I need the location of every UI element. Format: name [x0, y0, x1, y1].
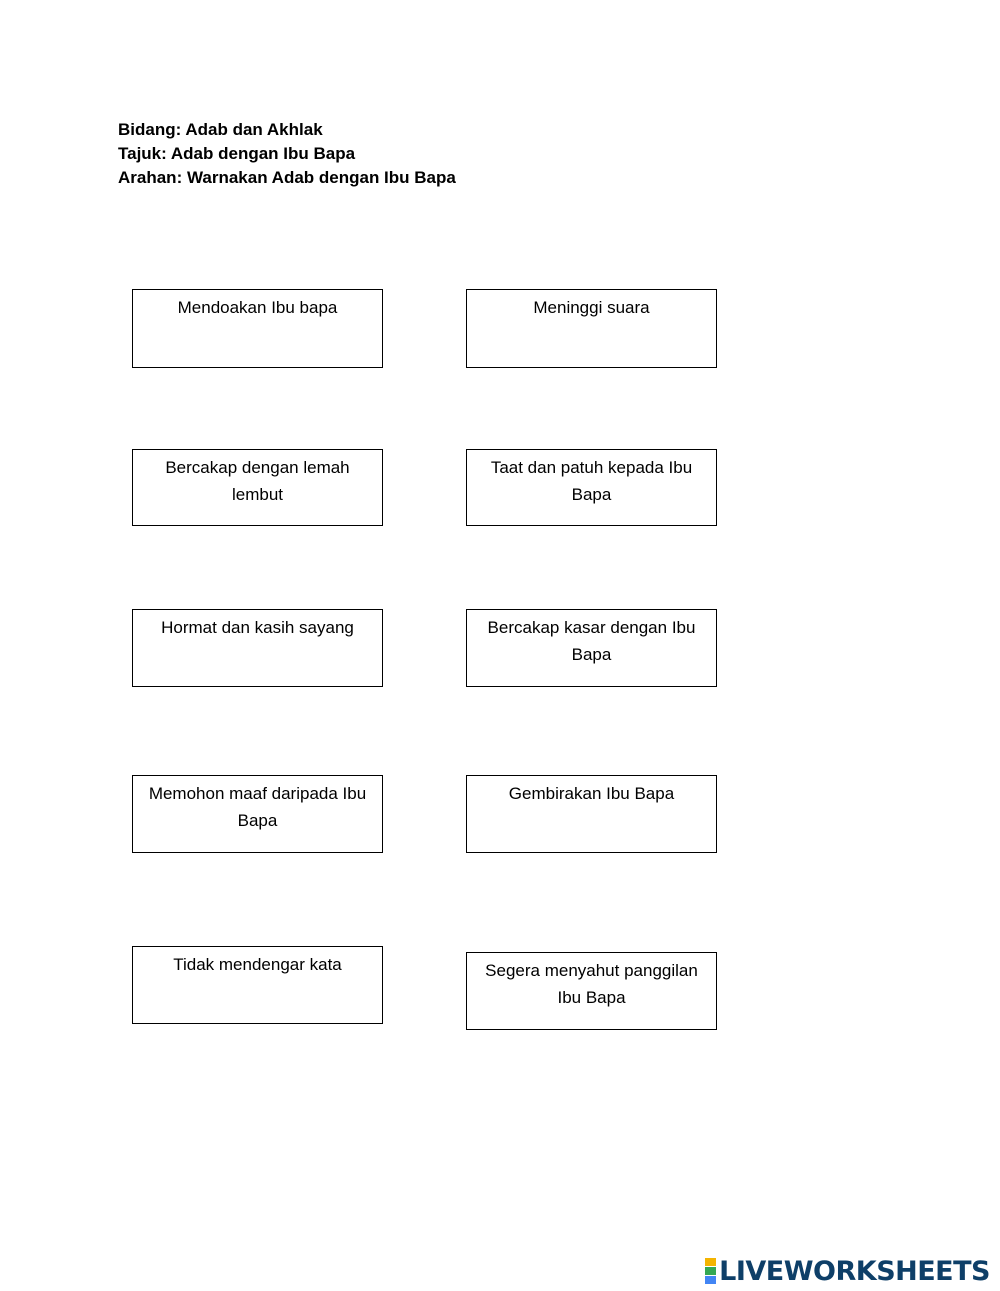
answer-card[interactable]: Hormat dan kasih sayang: [132, 609, 383, 687]
answer-card[interactable]: Segera menyahut panggilan Ibu Bapa: [466, 952, 717, 1030]
worksheet-header: Bidang: Adab dan Akhlak Tajuk: Adab deng…: [118, 118, 456, 190]
answer-card[interactable]: Tidak mendengar kata: [132, 946, 383, 1024]
logo-blocks-icon: [705, 1258, 717, 1284]
answer-card[interactable]: Bercakap dengan lemah lembut: [132, 449, 383, 526]
instruction-line: Arahan: Warnakan Adab dengan Ibu Bapa: [118, 168, 456, 187]
answer-card[interactable]: Taat dan patuh kepada Ibu Bapa: [466, 449, 717, 526]
answer-card[interactable]: Bercakap kasar dengan Ibu Bapa: [466, 609, 717, 687]
answer-card[interactable]: Mendoakan Ibu bapa: [132, 289, 383, 368]
subject-line: Bidang: Adab dan Akhlak: [118, 120, 323, 139]
topic-line: Tajuk: Adab dengan Ibu Bapa: [118, 144, 356, 163]
logo-text: LIVEWORKSHEETS: [719, 1255, 990, 1287]
answer-card[interactable]: Memohon maaf daripada Ibu Bapa: [132, 775, 383, 853]
answer-card[interactable]: Meninggi suara: [466, 289, 717, 368]
answer-card[interactable]: Gembirakan Ibu Bapa: [466, 775, 717, 853]
liveworksheets-logo: LIVEWORKSHEETS: [705, 1254, 990, 1288]
